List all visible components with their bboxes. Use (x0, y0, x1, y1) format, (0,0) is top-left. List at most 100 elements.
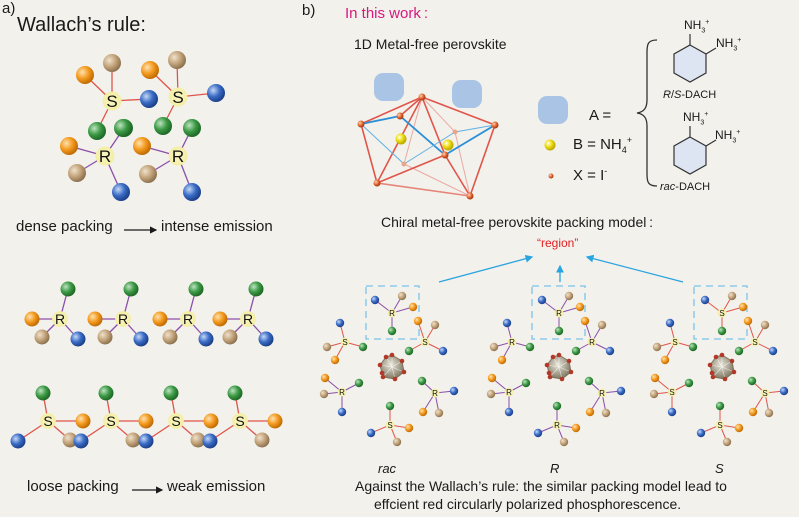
atom (366, 428, 376, 438)
atom (154, 117, 172, 135)
atom (727, 291, 737, 301)
chiral-center-label: S (719, 309, 724, 318)
chiral-center-label: R (554, 421, 560, 430)
atom (319, 389, 329, 399)
atom (125, 432, 141, 448)
packing-model-title: Chiral metal-free perovskite packing mod… (381, 214, 654, 230)
R-model-molecule-6: R (533, 401, 581, 447)
model-label-S: S (715, 461, 724, 476)
atom (660, 355, 670, 365)
atom (688, 342, 698, 352)
atom (413, 316, 423, 326)
atom (88, 122, 106, 140)
atom (417, 376, 427, 386)
atom (734, 423, 744, 433)
legend-B-text: B = NH (573, 136, 622, 153)
atom (207, 84, 225, 102)
chiral-center-label: R (432, 389, 438, 398)
atom (75, 413, 91, 429)
atom (652, 342, 662, 352)
chiral-center-label: S (342, 338, 347, 347)
chiral-center-label: R (118, 311, 128, 327)
atom (10, 433, 26, 449)
rs-dach-label: R/S-DACH (663, 89, 717, 101)
chiral-center-label: S (172, 88, 183, 107)
chiral-center-label: S (752, 338, 757, 347)
a-cation-1 (374, 73, 404, 101)
atom (764, 408, 774, 418)
atom (502, 318, 512, 328)
chiral-center-label: R (172, 147, 184, 166)
atom (418, 407, 428, 417)
atom (337, 407, 347, 417)
atom (649, 389, 659, 399)
rs-dach-ring (673, 44, 707, 83)
atom (163, 385, 179, 401)
atom (747, 376, 757, 386)
chiral-center-label: S (43, 413, 52, 429)
S-model-molecule-6: S (696, 401, 744, 447)
perovskite-frame (360, 96, 496, 197)
atom (123, 281, 139, 297)
S-model-molecule-5: S (747, 376, 789, 418)
b-cation-1 (395, 133, 407, 145)
rac-model-molecule-3: S (404, 316, 448, 356)
atom (779, 386, 789, 396)
chiral-center-label: S (106, 92, 117, 111)
nh3-label-1: NH3+ (684, 18, 710, 35)
atom (183, 183, 201, 201)
atom (133, 137, 151, 155)
atom (575, 302, 585, 312)
atom (554, 326, 564, 336)
atom (559, 437, 569, 447)
chiral-center-label: R (506, 388, 512, 397)
atom (580, 316, 590, 326)
atom (404, 423, 414, 433)
chiral-center-label: S (669, 388, 674, 397)
atom (487, 373, 497, 383)
atom (68, 164, 86, 182)
rac-dach-ring (673, 136, 707, 175)
legend-X-label: X = I- (573, 166, 607, 184)
intense-emission-label: intense emission (161, 218, 273, 235)
legend-B-label: B = NH4+ (573, 135, 632, 155)
atom (734, 346, 744, 356)
chiral-center-label: R (339, 388, 345, 397)
atom (748, 407, 758, 417)
atom (552, 401, 562, 411)
perovskite-i-atoms (357, 93, 499, 200)
loose-packing-label: loose packing (27, 478, 119, 495)
atom (717, 326, 727, 336)
atom (438, 346, 448, 356)
legend-a-cation (538, 96, 568, 124)
S-model-molecule-1: S (700, 291, 748, 336)
atom (267, 413, 283, 429)
region-arrow-S (585, 254, 684, 283)
atom (768, 346, 778, 356)
atom (335, 318, 345, 328)
a-cation-2 (452, 80, 482, 108)
atom (597, 320, 607, 330)
atom (404, 346, 414, 356)
chiral-center-label: R (589, 338, 595, 347)
chiral-center-label: R (55, 311, 65, 327)
atom (322, 342, 332, 352)
region-label: “region” (537, 236, 579, 250)
atom (73, 433, 89, 449)
nh3-label-4: NH3+ (715, 128, 741, 145)
chain-S-molecule-4: S (202, 385, 283, 449)
atom (60, 281, 76, 297)
atom (227, 385, 243, 401)
atom (222, 329, 238, 345)
atom (62, 432, 78, 448)
atom (700, 295, 710, 305)
atom (738, 302, 748, 312)
atom (114, 119, 132, 137)
atom (248, 281, 264, 297)
chiral-center-label: R (599, 389, 605, 398)
atom (60, 137, 78, 155)
model-label-rac: rac (378, 461, 397, 476)
atom (70, 331, 86, 347)
atom (97, 329, 113, 345)
